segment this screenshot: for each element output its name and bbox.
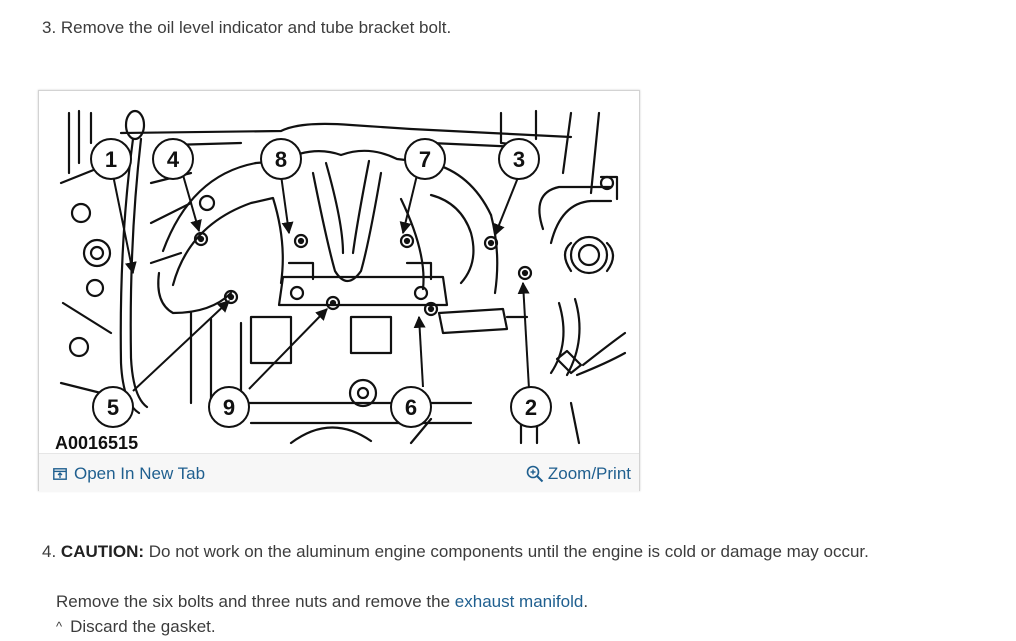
callout-6: 6 [405,395,417,420]
callout-9: 9 [223,395,235,420]
callout-1: 1 [105,147,117,172]
open-in-new-tab-link[interactable]: Open In New Tab [53,464,205,484]
caret-icon: ^ [56,619,63,634]
instruction-suffix: . [583,592,589,611]
callout-3: 3 [513,147,525,172]
remove-bolts-instruction: Remove the six bolts and three nuts and … [56,592,588,612]
figure-footer: Open In New Tab Zoom/Print [39,453,639,492]
callout-8: 8 [275,147,287,172]
discard-gasket-text: Discard the gasket. [70,617,216,636]
discard-gasket-note: ^ Discard the gasket. [56,617,216,637]
open-new-tab-icon [53,468,67,480]
zoom-print-label: Zoom/Print [547,464,631,483]
zoom-in-icon [526,465,544,483]
callout-group: 1 4 8 7 3 5 9 [90,138,552,428]
step-4-caution: 4. CAUTION: Do not work on the aluminum … [42,542,869,562]
figure-id: A0016515 [55,433,138,453]
step-4-number: 4. [42,542,57,561]
callout-2: 2 [525,395,537,420]
callout-7: 7 [419,147,431,172]
exhaust-manifold-link[interactable]: exhaust manifold [454,592,584,611]
caution-text: Do not work on the aluminum engine compo… [148,542,869,561]
exhaust-manifold-diagram: 1 4 8 7 3 5 9 [51,103,627,453]
instruction-prefix: Remove the six bolts and three nuts and … [56,592,455,611]
callout-5: 5 [107,395,119,420]
callout-4: 4 [167,147,180,172]
open-in-new-tab-label: Open In New Tab [74,464,206,483]
caution-label: CAUTION: [60,542,145,561]
step-3-text: 3. Remove the oil level indicator and tu… [42,18,452,37]
figure-card: 1 4 8 7 3 5 9 [38,90,640,492]
zoom-print-link[interactable]: Zoom/Print [526,464,631,484]
